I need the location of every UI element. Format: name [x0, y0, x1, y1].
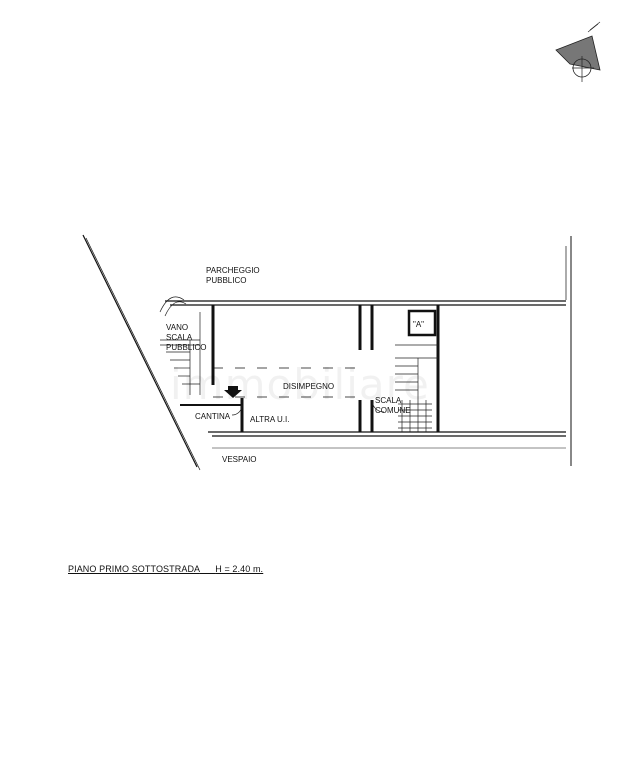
room-label-cellar: CANTINA [195, 412, 231, 421]
room-label-other-unit: ALTRA U.I. [250, 415, 289, 424]
marker-label: "A" [413, 320, 424, 329]
caption-height: H = 2.40 m. [215, 564, 264, 574]
room-label-parking-2: PUBBLICO [206, 276, 246, 285]
room-label-stair-3: PUBBLICO [166, 343, 206, 352]
down-arrow-icon [224, 386, 242, 398]
room-label-hall: DISIMPEGNO [283, 382, 334, 391]
plan-outline [82, 234, 572, 471]
room-label-common-stair-2: COMUNE [375, 406, 411, 415]
watermark-logo: immobiliare [170, 360, 430, 409]
room-label-stair-1: VANO [166, 323, 188, 332]
plan-caption: PIANO PRIMO SOTTOSTRADA H = 2.40 m. [68, 564, 263, 574]
caption-floor: PIANO PRIMO SOTTOSTRADA [68, 564, 200, 574]
room-label-parking-1: PARCHEGGIO [206, 266, 260, 275]
room-label-stair-2: SCALA [166, 333, 193, 342]
room-label-crawl-space: VESPAIO [222, 455, 257, 464]
north-arrow-icon [555, 21, 601, 82]
room-label-common-stair-1: SCALA [375, 396, 402, 405]
